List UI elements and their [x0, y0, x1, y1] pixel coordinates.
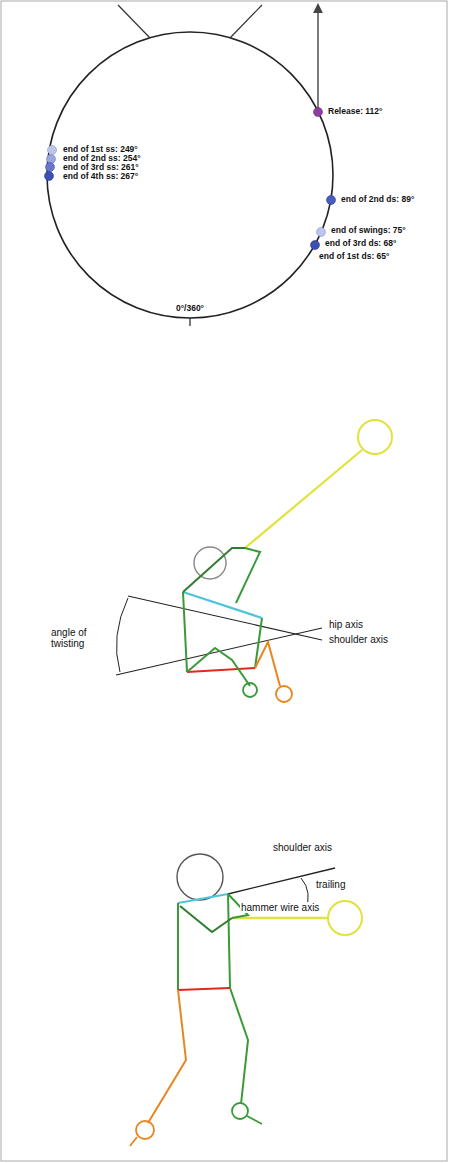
angle-arc	[116, 598, 128, 672]
arm	[183, 548, 245, 592]
label: end of 3rd ss: 261°	[62, 163, 140, 172]
phase-dot	[46, 163, 55, 172]
arm	[236, 548, 260, 603]
release-arrow	[317, 8, 318, 112]
release-dot	[314, 108, 323, 117]
foot	[130, 1137, 137, 1146]
label: end of 2nd ds: 89°	[340, 195, 415, 204]
torso	[183, 592, 187, 672]
phase-dot	[45, 172, 54, 181]
phase-dot	[317, 228, 326, 237]
shoulder-segment	[183, 592, 262, 618]
label: 0°/360°	[175, 304, 205, 313]
head	[194, 547, 226, 579]
foot	[276, 686, 292, 702]
arm	[180, 906, 232, 932]
phase-dot	[311, 241, 320, 250]
hip-segment	[178, 988, 230, 990]
zero-tick	[189, 318, 190, 326]
hip-segment	[187, 668, 255, 672]
throwing-circle	[47, 32, 333, 318]
hammer-ball	[358, 420, 392, 454]
label: trailing	[315, 879, 346, 890]
shoulder-axis-line	[128, 596, 322, 640]
label: end of 1st ds: 65°	[318, 252, 390, 261]
phase-dot	[327, 196, 336, 205]
sector-line	[230, 5, 262, 38]
label: shoulder axis	[272, 842, 333, 853]
foot	[247, 1116, 262, 1124]
label: Release: 112°	[327, 107, 383, 116]
torso	[177, 903, 179, 990]
phase-dot	[48, 146, 57, 155]
foot	[136, 1121, 154, 1139]
foot	[232, 1103, 248, 1119]
label: angle of twisting	[50, 627, 102, 649]
label: hip axis	[328, 619, 364, 630]
leg	[148, 990, 186, 1123]
label: end of 2nd ss: 254°	[62, 154, 142, 163]
sector-line	[118, 5, 150, 38]
label: end of swings: 75°	[330, 226, 407, 235]
label: end of 4th ss: 267°	[62, 172, 139, 181]
phase-dot	[47, 155, 56, 164]
hammer-wire	[245, 450, 362, 548]
leg	[187, 648, 250, 686]
foot	[243, 683, 257, 697]
label: shoulder axis	[328, 634, 389, 645]
leg	[255, 642, 280, 686]
label: end of 1st ss: 249°	[62, 145, 139, 154]
hammer-wire	[232, 917, 328, 919]
shoulder-segment	[178, 894, 228, 903]
label: hammer wire axis	[240, 902, 320, 913]
torso	[228, 894, 230, 988]
head	[177, 854, 223, 900]
hammer-ball	[328, 901, 362, 935]
label: end of 3rd ds: 68°	[324, 239, 397, 248]
leg	[230, 988, 248, 1104]
